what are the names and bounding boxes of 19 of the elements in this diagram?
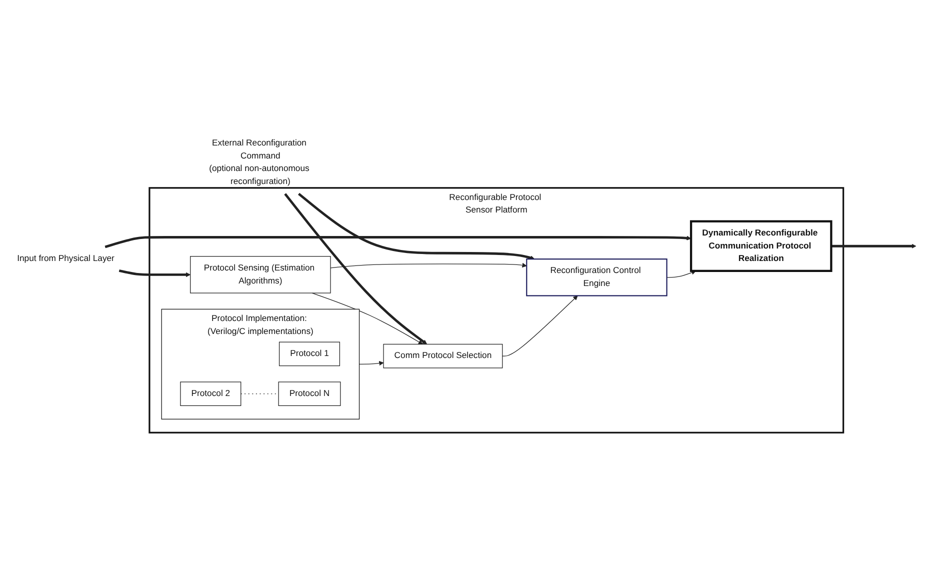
node-box: Comm Protocol Selection xyxy=(383,343,503,368)
node-text: Input from Physical Layer xyxy=(17,253,114,263)
node-box: Protocol Sensing (Estimation Algorithms) xyxy=(190,256,331,293)
arrow xyxy=(118,269,191,277)
node-box: Protocol 2 xyxy=(180,381,242,406)
node-box: Reconfiguration Control Engine xyxy=(526,258,668,296)
arrow xyxy=(666,270,696,278)
arrow xyxy=(312,292,423,344)
arrow xyxy=(831,243,916,248)
arrow xyxy=(104,235,692,248)
arrow xyxy=(358,360,384,366)
node-box: Protocol 1 xyxy=(278,341,340,366)
arrow xyxy=(298,192,535,260)
arrow xyxy=(502,295,578,356)
arrow xyxy=(330,262,527,268)
node-box: Dynamically Reconfigurable Communication Protocol Realization xyxy=(690,220,832,272)
arrow xyxy=(284,192,428,344)
node-text: External Reconfiguration Command (optional non-autonomous reconfiguration) xyxy=(209,138,310,186)
node-box: Protocol N xyxy=(278,381,341,406)
